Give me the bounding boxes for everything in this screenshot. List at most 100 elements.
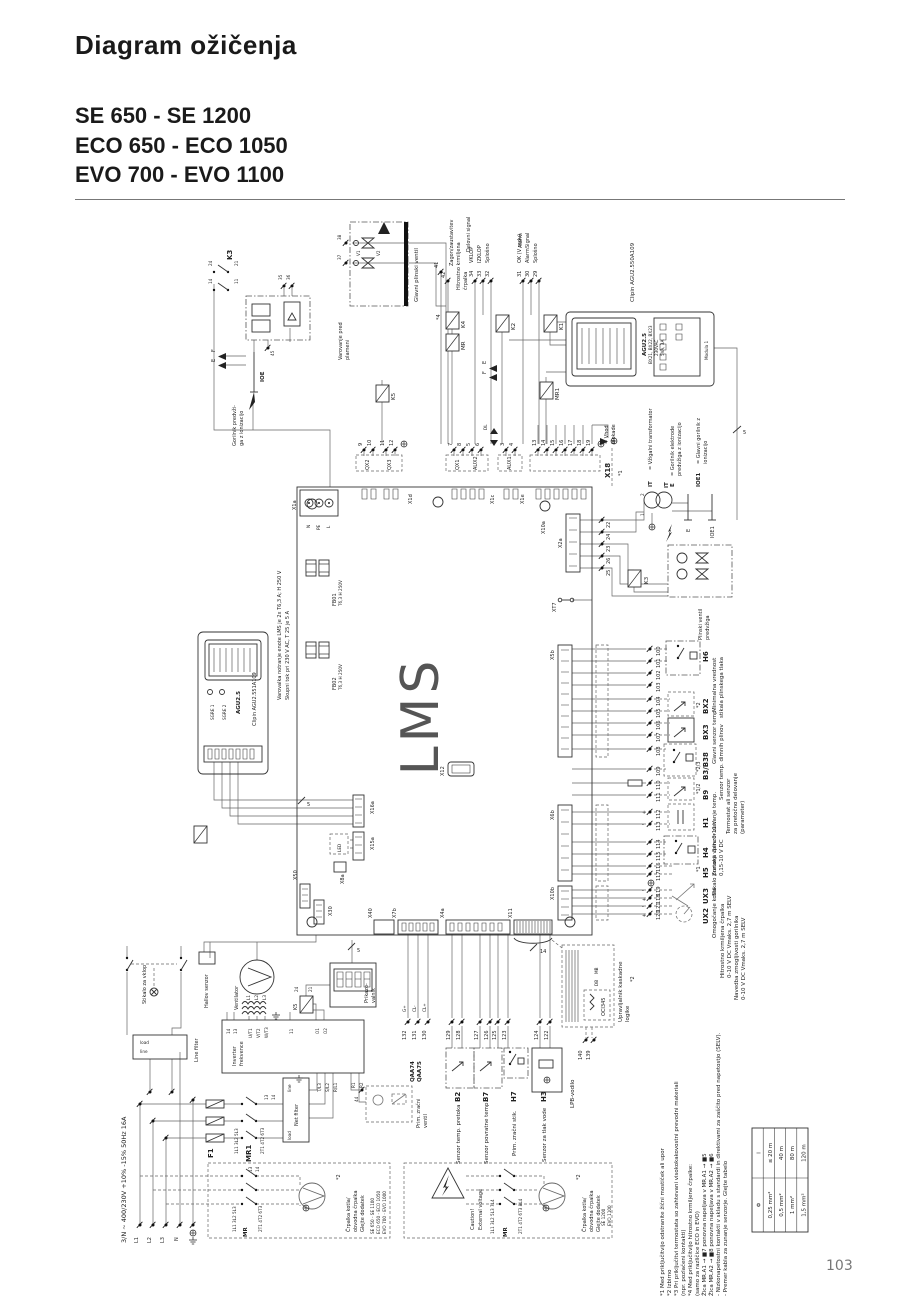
terminal-number: 113 — [656, 821, 662, 831]
legend-key: E — [670, 483, 676, 487]
h4-switch-box — [663, 835, 699, 865]
pin: PE — [316, 524, 321, 530]
lbl: F — [211, 349, 217, 352]
plug-strip — [355, 454, 403, 472]
connector-label: X1d — [408, 494, 414, 504]
terminal-number: 129 — [446, 1030, 452, 1040]
temp-sensor — [673, 727, 686, 738]
earth-icon — [542, 1204, 550, 1212]
terminal-number: 118 — [656, 894, 662, 904]
relay-label: K2 — [511, 323, 517, 330]
x10b-connector — [557, 885, 573, 921]
terminal-number: 101 — [656, 658, 662, 668]
display-box — [329, 962, 377, 1008]
h4-inner — [687, 845, 696, 854]
lbl: Hitrostno krmiljena — [456, 242, 462, 290]
cascade-inner — [583, 989, 611, 1021]
agu-outer — [565, 311, 715, 387]
ignition-section: X18 *1 = Vhod blokade IT = Vžigalni tran… — [598, 407, 733, 640]
agu-outer — [197, 631, 269, 775]
lbl: FB02 — [332, 677, 338, 690]
option-box-a: 1L1 3L2 5L3 2T1 4T2 6T3 13 14 MR *2 Črpa… — [207, 1162, 391, 1239]
terminal-number: 24 — [606, 534, 612, 540]
terminal — [168, 1088, 175, 1096]
device-label: Omogočanje kotla — [711, 888, 718, 938]
pin: CL- — [412, 1005, 417, 1012]
fuse — [205, 1116, 225, 1126]
note: *1/2 — [696, 783, 702, 794]
device-label: Senzor temp. pretoka — [456, 1104, 462, 1164]
mount-hole — [432, 496, 444, 508]
pilot-valve-port — [676, 552, 688, 564]
valve-bar — [404, 222, 408, 306]
lbl: AUX2 — [473, 456, 479, 470]
device-label: Termostat ali senzor — [726, 778, 732, 835]
lbl: valnik — [371, 988, 377, 1003]
connector-label: X10b — [550, 887, 556, 900]
pin: L — [326, 525, 331, 528]
connector-label: X11 — [508, 908, 514, 918]
sgre1-led — [207, 689, 213, 695]
hall-sensor-box — [198, 951, 216, 965]
lbl: L2 — [147, 1237, 153, 1243]
terminal-number: 124 — [534, 1030, 540, 1040]
k3-contact — [212, 264, 230, 274]
lbl: load — [140, 1040, 149, 1045]
terminal-number: 30 — [525, 271, 531, 277]
agu-slots — [213, 648, 251, 672]
h7-inner — [517, 1057, 525, 1065]
pilot-valve-box — [667, 544, 733, 598]
lbl: Hallov senzor — [204, 973, 210, 1008]
flame-module — [251, 319, 271, 333]
sgre2-led — [219, 689, 225, 695]
triangle-symbol — [287, 312, 297, 321]
terminal-number: 107 — [656, 732, 662, 742]
wires — [126, 242, 738, 1225]
agu-connector — [653, 317, 701, 377]
terminal-number: 132 — [402, 1030, 408, 1040]
relay-k9 — [193, 825, 208, 844]
x11-connector — [513, 919, 553, 935]
device-label: Prim. zračni stik. — [511, 1110, 518, 1156]
table-header: l — [757, 1152, 763, 1154]
terminal — [342, 259, 349, 267]
connector-label: X2a — [558, 538, 564, 548]
terminal-number: 23 — [606, 546, 612, 552]
right-io-dots — [646, 645, 653, 918]
lbl: load — [287, 1131, 292, 1140]
device-id: UX2 — [702, 908, 710, 924]
terminal-number: 5 — [466, 443, 472, 446]
footnote: - Nizkonapetostni kontakti v skladu s st… — [715, 1032, 722, 1296]
note: *2 — [336, 1174, 342, 1180]
device-id: B3/B38 — [702, 752, 710, 780]
lbl: QX1 — [455, 459, 461, 470]
temp-sensor — [451, 1061, 464, 1072]
terminal-number: 112 — [656, 809, 662, 819]
device-id: BX2 — [702, 698, 710, 714]
terminal-number: 105 — [656, 708, 662, 718]
main-switch-contact — [179, 956, 188, 972]
device-id: BX3 — [702, 724, 710, 740]
lbl: LED — [337, 844, 342, 852]
ground-icon — [188, 1236, 198, 1245]
pin: 11 — [234, 278, 239, 284]
terminal-number: 10 — [367, 440, 373, 446]
agu-bottom-connector — [203, 745, 263, 763]
x1a-pin-dot — [318, 502, 320, 504]
lightning-icon — [666, 524, 672, 542]
legend-key: IOE1 — [696, 473, 702, 487]
terminal-number: 114 — [656, 839, 662, 849]
terminal-number: 102 — [656, 670, 662, 680]
connector-label: XT7 — [552, 602, 558, 612]
temp-sensor — [479, 1061, 492, 1072]
pin: N — [306, 525, 311, 528]
pin: 2T1 4T2 6T3 8L4 — [518, 1198, 523, 1234]
table-cell: 40 m — [779, 1146, 785, 1160]
pin: T/L3 — [317, 1083, 322, 1093]
transformer-icon — [655, 491, 673, 509]
lbl: IT — [664, 482, 670, 488]
x30-slots — [316, 904, 322, 918]
mr-contact — [498, 1168, 516, 1178]
pin: 14 — [271, 1094, 276, 1100]
lbl: E — [686, 529, 692, 532]
